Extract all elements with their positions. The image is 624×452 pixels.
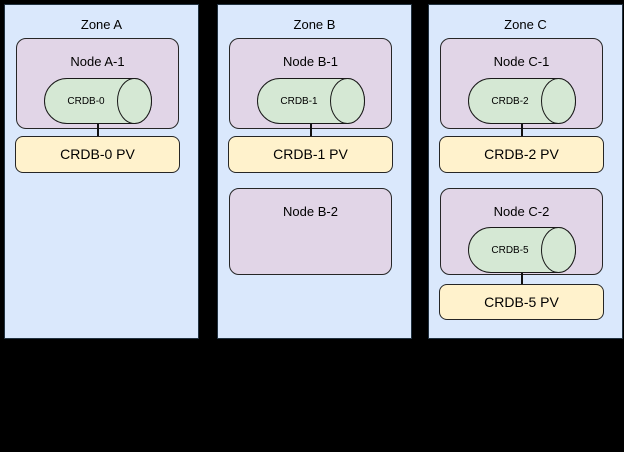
database-cylinder-icon [468, 78, 576, 124]
node-c-2-label: Node C-2 [493, 204, 550, 219]
pod-crdb-5: CRDB-5 [468, 227, 576, 273]
pod-crdb-0-label: CRDB-0 [67, 95, 105, 107]
pod-crdb-2-label: CRDB-2 [491, 95, 529, 107]
node-b-2: Node B-2 [229, 188, 392, 275]
zone-c-label: Zone C [504, 17, 547, 32]
pv-crdb-5: CRDB-5 PV [439, 284, 604, 320]
connector-crdb-1-to-pv [310, 124, 312, 137]
node-b-2-label: Node B-2 [283, 204, 338, 219]
database-cylinder-icon [468, 227, 576, 273]
node-c-2: Node C-2 CRDB-5 [440, 188, 603, 275]
zone-b-label: Zone B [293, 17, 336, 32]
pv-crdb-2: CRDB-2 PV [439, 136, 604, 173]
node-c-1: Node C-1 CRDB-2 [440, 38, 603, 129]
node-a-1: Node A-1 CRDB-0 [16, 38, 179, 129]
pod-crdb-1-label: CRDB-1 [280, 95, 318, 107]
database-cylinder-icon [44, 78, 152, 124]
pv-crdb-2-label: CRDB-2 PV [484, 146, 559, 162]
pv-crdb-0: CRDB-0 PV [15, 136, 180, 173]
zone-b: Zone B Node B-1 CRDB-1 CRDB-1 PV Node B-… [217, 4, 412, 339]
pv-crdb-5-label: CRDB-5 PV [484, 294, 559, 310]
node-a-1-label: Node A-1 [70, 54, 125, 69]
connector-crdb-0-to-pv [97, 124, 99, 137]
database-cylinder-icon [257, 78, 365, 124]
zone-c: Zone C Node C-1 CRDB-2 CRDB-2 PV Node C-… [428, 4, 623, 339]
pod-crdb-1: CRDB-1 [257, 78, 365, 124]
pv-crdb-1-label: CRDB-1 PV [273, 146, 348, 162]
zone-a: Zone A Node A-1 CRDB-0 CRDB-0 PV [4, 4, 199, 339]
connector-crdb-5-to-pv [521, 273, 523, 285]
node-b-1: Node B-1 CRDB-1 [229, 38, 392, 129]
connector-crdb-2-to-pv [521, 124, 523, 137]
pv-crdb-0-label: CRDB-0 PV [60, 146, 135, 162]
pod-crdb-5-label: CRDB-5 [491, 244, 529, 256]
zone-a-label: Zone A [80, 17, 123, 32]
node-c-1-label: Node C-1 [493, 54, 550, 69]
pv-crdb-1: CRDB-1 PV [228, 136, 393, 173]
pod-crdb-2: CRDB-2 [468, 78, 576, 124]
pod-crdb-0: CRDB-0 [44, 78, 152, 124]
node-b-1-label: Node B-1 [283, 54, 338, 69]
